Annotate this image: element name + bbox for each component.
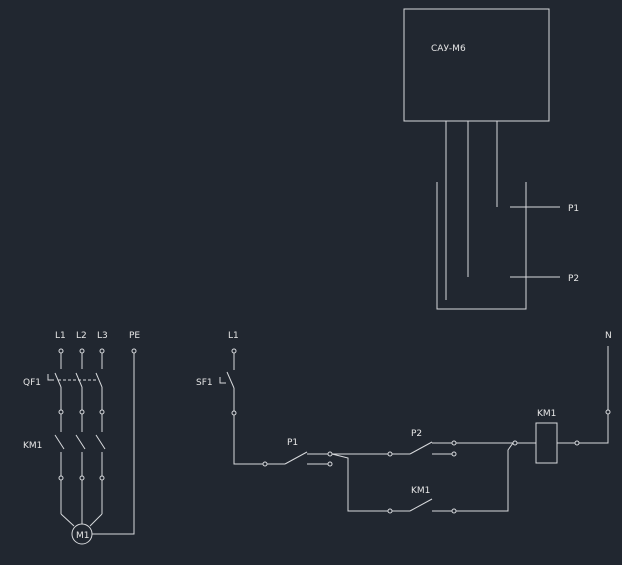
control-n-label: N bbox=[605, 331, 612, 341]
breaker-qf1-label: QF1 bbox=[23, 378, 41, 388]
contactor-km1-label: KM1 bbox=[23, 441, 42, 451]
contact-km1-label: KM1 bbox=[411, 486, 430, 496]
contact-p1: P1 bbox=[262, 438, 333, 467]
phase-l2-label: L2 bbox=[76, 331, 87, 341]
phase-l3-label: L3 bbox=[97, 331, 108, 341]
controller-sau-m6: САУ-М6 bbox=[403, 8, 550, 122]
contactor-coil-km1-label: KM1 bbox=[537, 409, 556, 419]
terminal-l3 bbox=[99, 348, 105, 354]
terminal-control-l1 bbox=[231, 348, 237, 354]
power-circuit: L1 L2 L3 PE QF1 KM1 bbox=[23, 331, 140, 545]
contactor-km1-main: KM1 bbox=[23, 414, 106, 481]
terminal-l1 bbox=[58, 348, 64, 354]
motor-m1: M1 bbox=[60, 480, 103, 545]
terminal-n bbox=[605, 409, 611, 415]
terminal-l2 bbox=[79, 348, 85, 354]
control-circuit: L1 SF1 P1 P2 bbox=[196, 331, 612, 514]
breaker-sf1: SF1 bbox=[196, 371, 263, 465]
controller-label: САУ-М6 bbox=[431, 44, 466, 54]
ground-pe-label: PE bbox=[129, 331, 140, 341]
contact-p2-label: P2 bbox=[411, 429, 422, 439]
probe-p1-label: P1 bbox=[568, 204, 579, 214]
level-tank bbox=[436, 182, 527, 310]
contactor-coil-km1: KM1 bbox=[512, 409, 609, 464]
contact-p1-label: P1 bbox=[287, 438, 298, 448]
probe-p2-label: P2 bbox=[568, 274, 579, 284]
breaker-sf1-label: SF1 bbox=[196, 378, 213, 388]
level-probes: P1 P2 bbox=[445, 121, 579, 300]
control-l1-label: L1 bbox=[228, 331, 239, 341]
phase-l1-label: L1 bbox=[55, 331, 66, 341]
motor-m1-label: M1 bbox=[76, 531, 90, 541]
breaker-qf1: QF1 bbox=[23, 372, 105, 415]
contact-p2: P2 bbox=[387, 429, 457, 457]
terminal-pe bbox=[131, 348, 137, 354]
contact-km1: KM1 bbox=[387, 442, 514, 514]
